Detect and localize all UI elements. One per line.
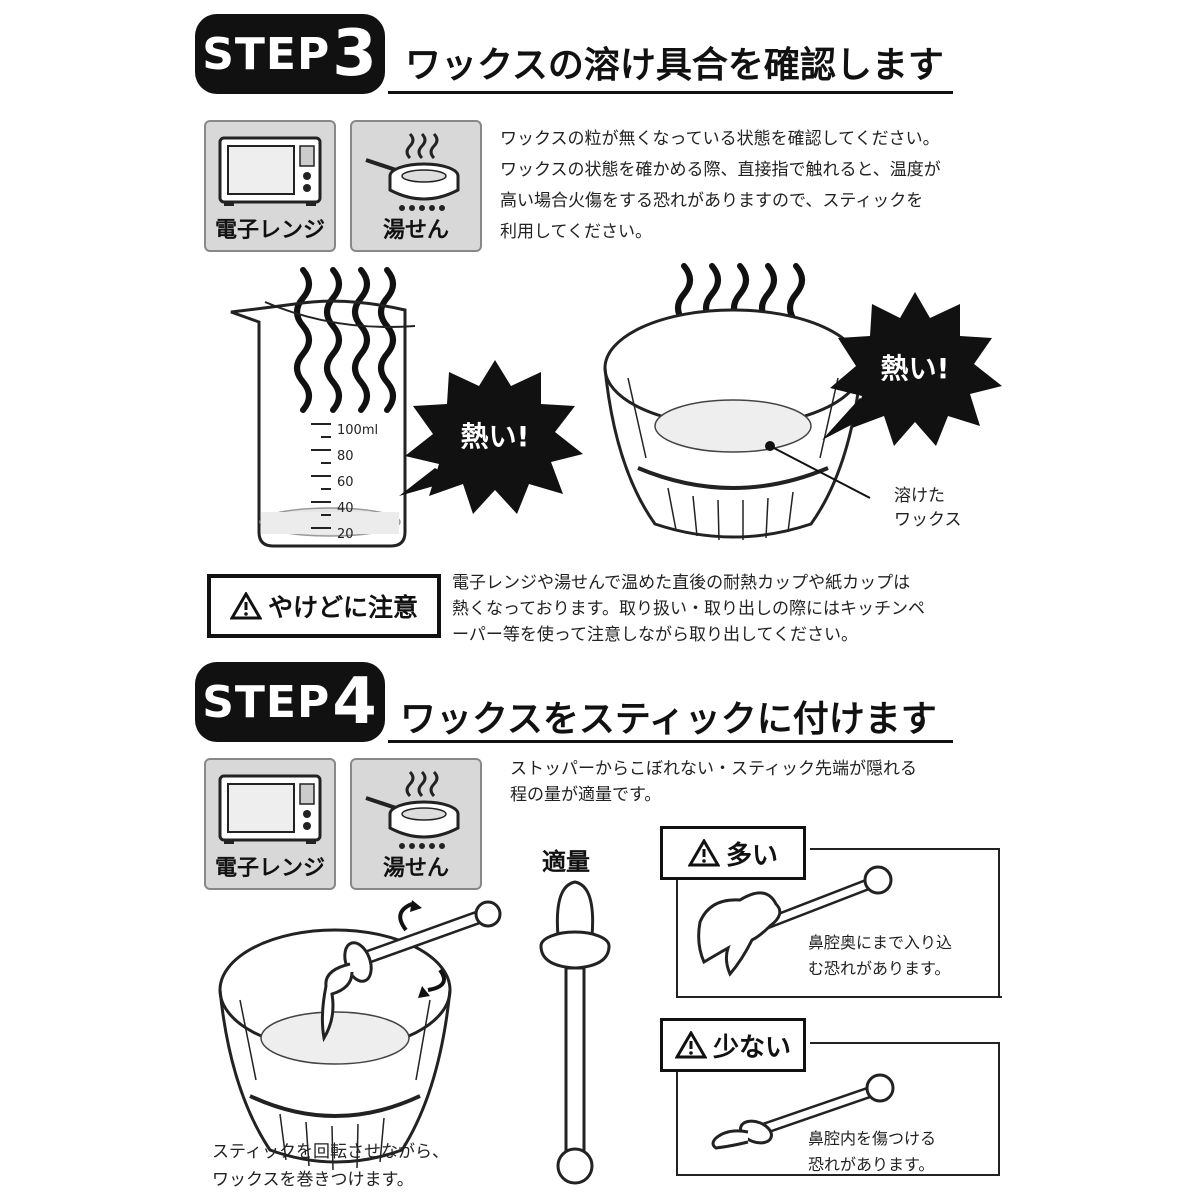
hot-burst-left: 熱い! (399, 360, 583, 514)
step4-title-rule (388, 740, 953, 743)
step4-microwave-panel: 電子レンジ (204, 758, 336, 890)
too-much-box: 多い (660, 826, 806, 880)
step4-waterbath-panel: 湯せん (350, 758, 482, 890)
pot-steam-icon (365, 132, 460, 211)
too-much-text: 鼻腔奥にまで入り込 む恐れがあります。 (808, 933, 953, 978)
beaker-scale-20: 20 (337, 527, 354, 542)
step3-title: ワックスの溶け具合を確認します (405, 45, 944, 86)
warning-icon (229, 592, 262, 620)
too-little-frame-top (810, 1042, 1000, 1044)
beaker-scale-100: 100ml (337, 423, 378, 438)
step4-microwave-label: 電子レンジ (214, 856, 325, 881)
too-little-label: 少ない (712, 1032, 791, 1063)
step3-badge-word: STEP (202, 28, 331, 80)
step4-badge-number: 4 (332, 665, 378, 739)
too-much-frame-right (998, 848, 1000, 996)
too-little-frame-left (676, 1050, 678, 1176)
step4-badge: STEP 4 (195, 662, 385, 742)
too-little-frame-right (998, 1042, 1000, 1176)
too-little-stick (711, 1073, 895, 1150)
step3-badge: STEP 3 (195, 14, 385, 94)
rotate-caption: スティックを回転させながら、 ワックスを巻きつけます。 (212, 1142, 449, 1190)
beaker-scale-60: 60 (337, 475, 354, 490)
steam-icon (294, 267, 396, 413)
step3-title-rule (388, 91, 953, 94)
step3-microwave-panel: 電子レンジ (204, 120, 336, 252)
beaker-scale-80: 80 (337, 449, 354, 464)
too-little-box: 少ない (660, 1018, 806, 1072)
step3-description: ワックスの粒が無くなっている状態を確認してください。 ワックスの状態を確かめる際… (500, 129, 941, 242)
too-much-label: 多い (725, 840, 778, 871)
microwave-icon (218, 136, 322, 206)
step4-badge-word: STEP (202, 676, 331, 728)
step3-waterbath-label: 湯せん (382, 218, 449, 243)
pot-steam-icon (365, 770, 460, 849)
hot-label-left: 熱い! (461, 420, 530, 453)
warning-icon (687, 839, 720, 867)
burn-caution-box: やけどに注意 (207, 574, 441, 638)
step4-description: ストッパーからこぼれない・スティック先端が隠れる 程の量が適量です。 (510, 759, 917, 805)
too-little-text: 鼻腔内を傷つける 恐れがあります。 (808, 1129, 937, 1174)
burn-caution-text: 電子レンジや湯せんで温めた直後の耐熱カップや紙カップは 熱くなっております。取り… (452, 573, 925, 645)
too-little-frame-bottom (676, 1174, 1000, 1176)
burn-caution-label: やけどに注意 (267, 593, 418, 622)
melted-wax-label: 溶けた ワックス (894, 486, 962, 530)
too-much-stick (697, 865, 893, 977)
hot-burst-right: 熱い! (822, 292, 1002, 446)
hot-label-right: 熱い! (881, 352, 950, 385)
step3-waterbath-panel: 湯せん (350, 120, 482, 252)
cup-with-stick-illustration (218, 900, 502, 1171)
warning-icon (674, 1031, 707, 1059)
beaker-scale-40: 40 (337, 501, 354, 516)
too-much-frame-top (810, 848, 1000, 850)
paper-cup-illustration (603, 263, 871, 541)
step3-microwave-label: 電子レンジ (214, 218, 325, 243)
too-much-frame (676, 848, 1002, 998)
step3-badge-number: 3 (332, 17, 378, 91)
microwave-icon (218, 774, 322, 844)
step4-title: ワックスをスティックに付けます (400, 699, 937, 740)
proper-amount-label: 適量 (542, 848, 590, 876)
proper-amount-stick (539, 880, 611, 1185)
beaker-illustration: 100ml 80 60 40 20 (230, 267, 416, 548)
step4-waterbath-label: 湯せん (382, 856, 449, 881)
